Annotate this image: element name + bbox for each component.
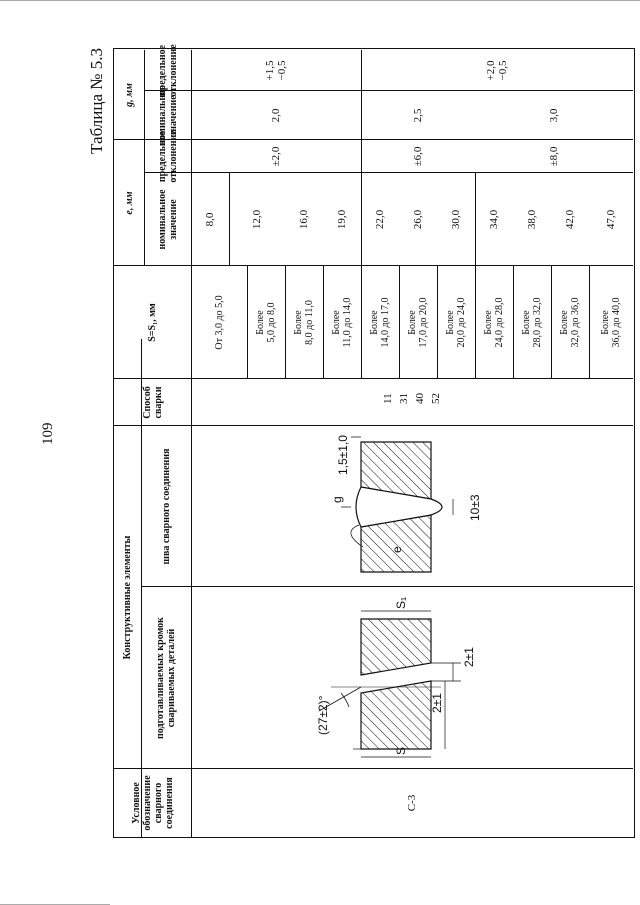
header-g-deviation: предельное отклонение xyxy=(156,44,179,97)
thickness-range: Более 20,0 до 24,0 xyxy=(445,297,467,348)
e-nominal: 47,0 xyxy=(605,209,617,230)
header-e: e, мм xyxy=(123,191,135,215)
thickness-range: Более 36,0 до 40,0 xyxy=(600,297,622,348)
e-nominal: 26,0 xyxy=(412,209,424,230)
header-thickness: S=S₁, мм xyxy=(147,303,158,342)
s-label: S xyxy=(394,747,408,755)
e-nominal: 8,0 xyxy=(204,212,216,227)
right-plate-section xyxy=(360,618,432,676)
e-nominal: 22,0 xyxy=(374,209,386,230)
reinforcement-label: 1,5±1,0 xyxy=(336,435,350,475)
thickness-range: Более 14,0 до 17,0 xyxy=(369,297,391,348)
e-nominal: 12,0 xyxy=(251,209,263,230)
g-deviation: +2,0 −0,5 xyxy=(485,60,509,81)
header-seam: шва сварного соединения xyxy=(160,448,172,565)
angle-leader xyxy=(318,686,362,712)
angle-label: (27±2)° xyxy=(316,695,330,735)
scan-top-edge xyxy=(0,0,640,1)
root-label: 2±1 xyxy=(430,693,444,713)
e-leader xyxy=(350,524,364,548)
e-nominal: 19,0 xyxy=(336,209,348,230)
e-deviation: ±6,0 xyxy=(412,146,424,167)
thickness-range: От 3,0 до 5,0 xyxy=(213,295,225,350)
g-nominal: 3,0 xyxy=(548,108,560,123)
s1-label: S₁ xyxy=(394,597,408,609)
header-elements: Конструктивные элементы xyxy=(122,535,133,660)
header-edges: подготавливаемых кромок свариваемых дета… xyxy=(155,617,177,739)
e-nominal: 16,0 xyxy=(298,209,310,230)
weld-root xyxy=(430,498,443,516)
rotated-table-page: Таблица № 5.3 Условное обозначение сварн… xyxy=(80,44,635,838)
header-e-nominal: номинальное значение xyxy=(156,189,179,250)
header-condition: Условное обозначение сварного соединения xyxy=(130,775,175,831)
thickness-range: Более 5,0 до 8,0 xyxy=(255,302,277,343)
g-deviation: +1,5 −0,5 xyxy=(264,60,288,81)
header-method: Способ сварки xyxy=(141,386,164,419)
header-g-nominal: номинальное значение xyxy=(156,85,179,146)
welding-methods-cell: 11 31 40 52 xyxy=(191,379,633,426)
e-deviation: ±2,0 xyxy=(270,146,282,167)
welding-method: 40 xyxy=(414,393,426,404)
page-number: 109 xyxy=(40,422,56,446)
e-nominal: 38,0 xyxy=(526,209,538,230)
thickness-range: Более 8,0 до 11,0 xyxy=(293,300,315,345)
root-width-label: 10±3 xyxy=(468,494,482,521)
e-nominal: 30,0 xyxy=(450,209,462,230)
thickness-range: Более 24,0 до 28,0 xyxy=(483,297,505,348)
g-nominal: 2,5 xyxy=(412,108,424,123)
welding-method: 31 xyxy=(398,393,410,404)
designation-cell: С-3 xyxy=(406,794,418,812)
angle-arc xyxy=(340,692,350,708)
e-label: e xyxy=(390,546,404,553)
thickness-range: Более 17,0 до 20,0 xyxy=(407,297,429,348)
welding-method: 52 xyxy=(430,393,442,404)
g-label: g xyxy=(330,496,344,503)
header-g: g, мм xyxy=(123,83,135,107)
e-deviation: ±8,0 xyxy=(548,146,560,167)
g-nominal: 2,0 xyxy=(270,108,282,123)
welding-method: 11 xyxy=(382,393,394,404)
edge-preparation-drawing: (27±2)° 2±1 2±1 S S₁ xyxy=(316,597,476,758)
table-title: Таблица № 5.3 xyxy=(87,48,106,154)
e-nominal: 42,0 xyxy=(564,209,576,230)
weld-seam-drawing: e g 10±3 1,5±1,0 xyxy=(330,435,482,573)
thickness-range: Более 28,0 до 32,0 xyxy=(521,297,543,348)
weld-joint-table: Условное обозначение сварного соединения… xyxy=(113,44,635,838)
thickness-range: Более 32,0 до 36,0 xyxy=(559,297,581,348)
gap-label: 2±1 xyxy=(462,647,476,667)
e-nominal: 34,0 xyxy=(488,209,500,230)
left-plate-section xyxy=(360,680,432,750)
thickness-range: Более 11,0 до 14,0 xyxy=(331,297,353,348)
